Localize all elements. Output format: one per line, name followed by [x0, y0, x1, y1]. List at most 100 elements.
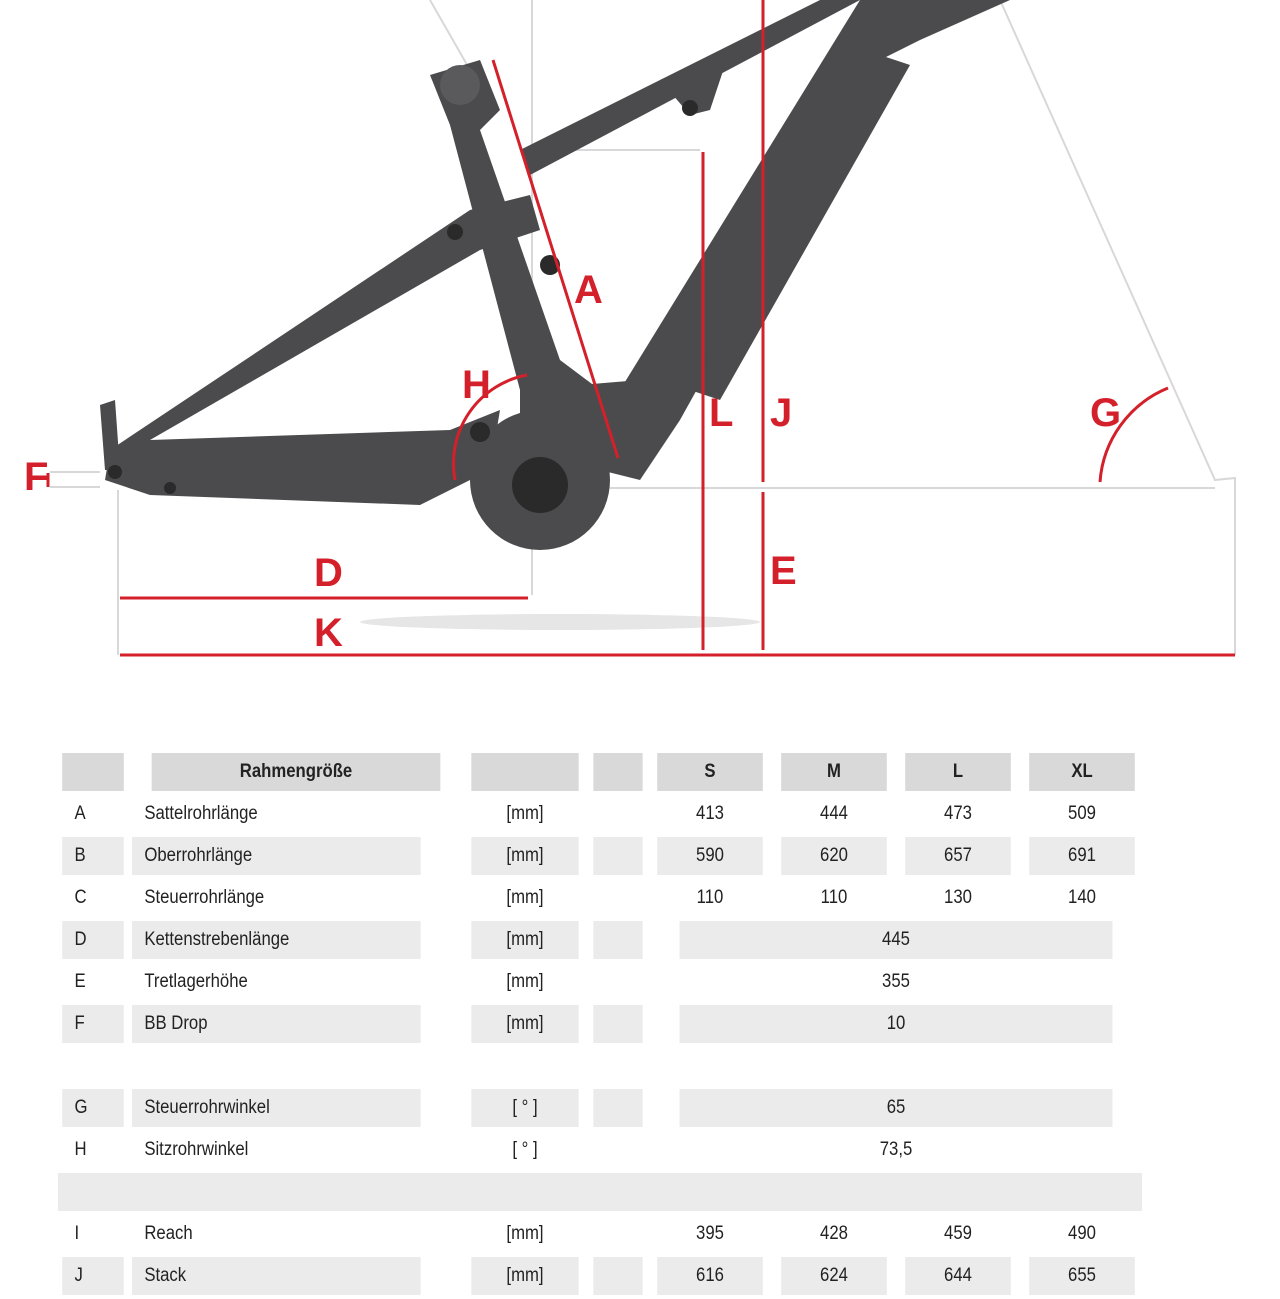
row-empty	[593, 879, 642, 917]
row-name: Kettenstrebenlänge	[132, 921, 421, 959]
table-row: C Steuerrohrlänge [mm] 110 110 130 140	[58, 879, 1142, 917]
row-unit: [mm]	[506, 887, 544, 908]
row-value-s: 616	[657, 1257, 763, 1295]
row-name: Reach	[144, 1223, 193, 1244]
row-letter: B	[62, 837, 124, 875]
dimension-lines	[46, 0, 1235, 657]
geometry-table: Rahmengröße S M L XL A Sattelrohrlänge [mm…	[58, 753, 1142, 1299]
row-value-m: 444	[820, 803, 848, 824]
separator-row	[58, 1173, 1142, 1211]
header-empty	[62, 753, 124, 791]
label-a: A	[574, 268, 603, 312]
row-value-s: 413	[696, 803, 724, 824]
row-value-l: 657	[905, 837, 1011, 875]
label-e: E	[770, 549, 797, 593]
angle-g-arc	[1098, 386, 1169, 483]
row-letter: E	[74, 971, 86, 992]
header-size-xl: XL	[1029, 753, 1135, 791]
row-name: Steuerrohrwinkel	[132, 1089, 421, 1127]
row-value-xl: 490	[1068, 1223, 1096, 1244]
row-unit: [mm]	[471, 837, 579, 875]
row-value-all-sizes: 65	[679, 1089, 1113, 1127]
label-d: D	[314, 551, 343, 595]
label-l: L	[709, 391, 733, 435]
row-name: Sitzrohrwinkel	[144, 1139, 249, 1160]
row-letter: C	[74, 887, 87, 908]
row-name: BB Drop	[132, 1005, 421, 1043]
row-empty	[593, 1257, 643, 1295]
row-value-all-sizes: 445	[679, 921, 1113, 959]
row-unit: [mm]	[506, 803, 544, 824]
row-value-xl: 655	[1029, 1257, 1135, 1295]
row-letter: D	[62, 921, 124, 959]
table-header: Rahmengröße S M L XL	[58, 753, 1142, 791]
row-letter: I	[74, 1223, 80, 1244]
row-value-all-sizes: 10	[679, 1005, 1113, 1043]
dimension-a-line	[491, 59, 620, 459]
row-value-s: 395	[696, 1223, 724, 1244]
row-unit: [mm]	[471, 1005, 579, 1043]
label-f: F	[24, 455, 48, 499]
row-value-m: 624	[781, 1257, 887, 1295]
row-letter: G	[62, 1089, 124, 1127]
label-j: J	[770, 391, 792, 435]
label-h: H	[462, 363, 491, 407]
row-empty	[593, 795, 642, 833]
row-value-s: 110	[696, 887, 724, 908]
row-empty	[593, 1215, 642, 1253]
row-letter: H	[74, 1139, 87, 1160]
header-size-l: L	[905, 753, 1011, 791]
label-k: K	[314, 611, 343, 655]
row-value-m: 428	[820, 1223, 848, 1244]
row-value-all-sizes: 73,5	[879, 1139, 913, 1160]
spacer-row	[58, 1047, 1142, 1085]
row-unit: [mm]	[471, 1257, 579, 1295]
row-letter: F	[62, 1005, 124, 1043]
row-value-xl: 691	[1029, 837, 1135, 875]
row-unit: [mm]	[506, 1223, 544, 1244]
frame-geometry-diagram: A D K E J L H G F	[24, 0, 1236, 657]
row-value-l: 473	[944, 803, 972, 824]
row-name: Steuerrohrlänge	[144, 887, 265, 908]
row-unit: [ ° ]	[512, 1139, 538, 1160]
row-value-l: 459	[944, 1223, 972, 1244]
angle-h-arc	[451, 373, 528, 481]
row-empty	[593, 837, 643, 875]
row-value-l: 130	[944, 887, 972, 908]
label-g: G	[1090, 391, 1121, 435]
row-name: Oberrohrlänge	[132, 837, 421, 875]
row-value-m: 110	[820, 887, 848, 908]
row-unit: [mm]	[471, 921, 579, 959]
row-empty	[593, 1131, 642, 1169]
header-size-s: S	[657, 753, 763, 791]
header-size-m: M	[781, 753, 887, 791]
row-value-m: 620	[781, 837, 887, 875]
table-row: E Tretlagerhöhe [mm] 355	[58, 963, 1142, 1001]
header-frame-size: Rahmengröße	[151, 753, 441, 791]
row-unit: [ ° ]	[471, 1089, 579, 1127]
row-name: Tretlagerhöhe	[144, 971, 248, 992]
row-value-xl: 140	[1068, 887, 1096, 908]
header-empty	[593, 753, 643, 791]
table-row: H Sitzrohrwinkel [ ° ] 73,5	[58, 1131, 1142, 1169]
row-name: Sattelrohrlänge	[144, 803, 258, 824]
row-value-s: 590	[657, 837, 763, 875]
ground-shadow	[360, 614, 760, 630]
row-letter: J	[62, 1257, 124, 1295]
row-letter: A	[74, 803, 86, 824]
row-empty	[593, 963, 642, 1001]
table-row: I Reach [mm] 395 428 459 490	[58, 1215, 1142, 1253]
header-unit	[471, 753, 579, 791]
row-value-l: 644	[905, 1257, 1011, 1295]
row-value-all-sizes: 355	[882, 971, 910, 992]
row-name: Stack	[132, 1257, 421, 1295]
row-empty	[593, 1089, 643, 1127]
row-unit: [mm]	[506, 971, 544, 992]
table-row: A Sattelrohrlänge [mm] 413 444 473 509	[58, 795, 1142, 833]
row-value-xl: 509	[1068, 803, 1096, 824]
